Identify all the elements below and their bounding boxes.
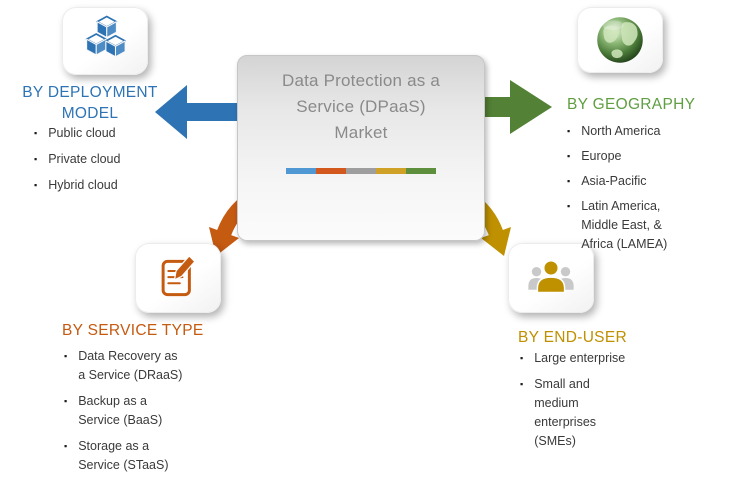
list-item-label: Private cloud [48,152,121,166]
enduser-icon-card [508,243,594,313]
list-item: ▪ Latin America, Middle East, & Africa (L… [567,197,691,254]
list-item: ▪ Data Recovery as a Service (DRaaS) [64,347,204,385]
list-item-label: Large enterprise [534,351,626,365]
list-item: ▪ Private cloud [34,150,120,169]
list-item-label: Storage as a Service (STaaS) [78,439,169,472]
geography-icon-card [577,7,663,73]
bullet-square-icon: ▪ [64,396,68,406]
deployment-list: ▪ Public cloud ▪ Private cloud ▪ Hybrid cloud [34,124,120,202]
list-item: ▪ Asia-Pacific [567,172,691,191]
bullet-square-icon: ▪ [64,351,68,361]
service-heading: BY SERVICE TYPE [62,322,204,339]
list-item: ▪ Large enterprise [520,349,632,368]
document-pencil-icon [161,255,196,297]
deployment-arrow-icon [155,85,240,139]
list-item-label: Small and medium enterprises (SMEs) [534,377,597,448]
geography-heading: BY GEOGRAPHY [567,96,696,113]
list-item-label: Hybrid cloud [48,178,118,192]
list-item: ▪ Small and medium enterprises (SMEs) [520,375,632,451]
service-list: ▪ Data Recovery as a Service (DRaaS) ▪ Back… [64,347,204,482]
list-item-label: Europe [581,149,622,163]
market-bar-segment [376,168,406,174]
bullet-square-icon: ▪ [520,379,524,389]
list-item-label: Backup as a Service (BaaS) [78,394,163,427]
center-market-box: Data Protection as a Service (DPaaS) Mar… [237,55,485,241]
enduser-heading: BY END-USER [518,329,627,346]
market-title: Data Protection as a Service (DPaaS) Mar… [281,71,441,142]
list-item: ▪ Hybrid cloud [34,176,120,195]
bullet-square-icon: ▪ [567,126,571,136]
list-item: ▪ Europe [567,147,691,166]
deployment-icon-card [62,7,148,75]
bullet-square-icon: ▪ [520,353,524,363]
service-icon-card [135,243,221,313]
market-bar-segment [406,168,436,174]
people-icon [528,260,574,294]
market-bar [286,168,436,174]
globe-icon [597,17,643,63]
market-bar-segment [286,168,316,174]
market-bar-segment [316,168,346,174]
list-item: ▪ Storage as a Service (STaaS) [64,437,204,475]
enduser-list: ▪ Large enterprise ▪ Small and medium enter… [520,349,632,458]
deployment-heading: BY DEPLOYMENT MODEL [22,84,158,122]
list-item-label: Asia-Pacific [581,174,647,188]
list-item: ▪ Public cloud [34,124,120,143]
market-bar-segment [346,168,376,174]
list-item: ▪ Backup as a Service (BaaS) [64,392,204,430]
list-item-label: Public cloud [48,126,116,140]
bullet-square-icon: ▪ [34,154,38,164]
bullet-square-icon: ▪ [64,441,68,451]
geography-list: ▪ North America ▪ Europe ▪ Asia-Pacific ▪ Latin… [567,122,691,260]
cubes-icon [85,15,126,58]
list-item-label: Data Recovery as a Service (DRaaS) [78,349,183,382]
bullet-square-icon: ▪ [34,180,38,190]
bullet-square-icon: ▪ [567,201,571,211]
geography-arrow-icon [477,80,552,134]
bullet-square-icon: ▪ [567,176,571,186]
list-item-label: Latin America, Middle East, & Africa (LA… [581,199,668,251]
list-item-label: North America [581,124,661,138]
bullet-square-icon: ▪ [34,128,38,138]
bullet-square-icon: ▪ [567,151,571,161]
list-item: ▪ North America [567,122,691,141]
